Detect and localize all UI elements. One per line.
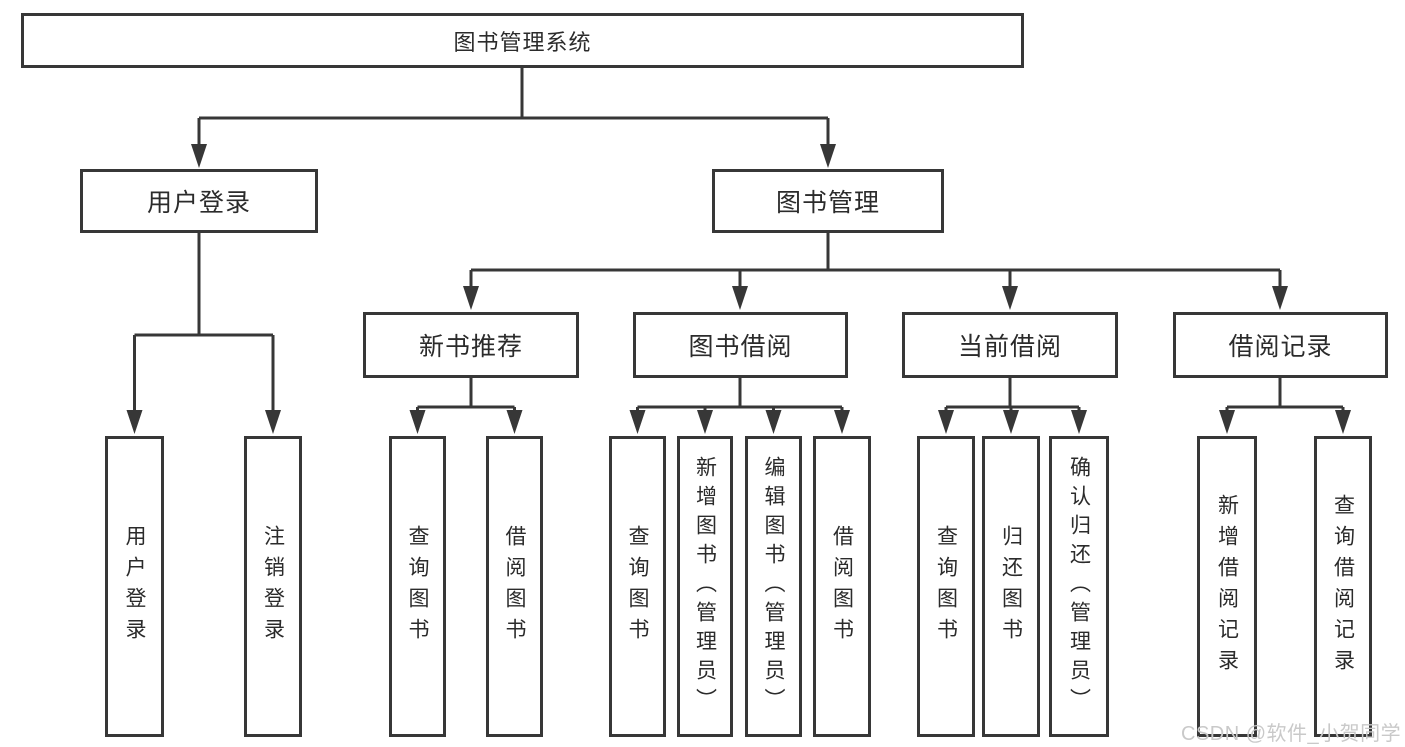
node-label: 图书借阅 <box>688 333 793 361</box>
node-new-book-recommend: 新书推荐 <box>363 312 579 378</box>
leaf-label: 查询图书 <box>406 524 429 649</box>
arrow-icon <box>265 410 281 434</box>
leaf-newbook-borrow: 借阅图书 <box>486 436 543 737</box>
arrow-icon <box>463 286 479 310</box>
arrow-icon <box>1002 286 1018 310</box>
leaf-borrow-search: 查询图书 <box>609 436 666 737</box>
leaf-label: 新增图书（管理员） <box>693 456 717 717</box>
leaf-logout: 注销登录 <box>244 436 302 737</box>
leaf-label: 查询图书 <box>934 524 958 649</box>
arrow-icon <box>834 410 850 434</box>
arrow-icon <box>820 144 836 168</box>
node-library-system: 图书管理系统 <box>21 13 1024 68</box>
node-current-borrowing: 当前借阅 <box>902 312 1118 378</box>
arrow-icon <box>1219 410 1235 434</box>
node-label: 图书管理 <box>775 189 880 217</box>
leaf-borrow-add-admin: 新增图书（管理员） <box>677 436 733 737</box>
leaf-label: 查询借阅记录 <box>1331 493 1355 680</box>
node-label: 当前借阅 <box>957 333 1062 361</box>
leaf-current-search: 查询图书 <box>917 436 975 737</box>
node-book-management: 图书管理 <box>712 169 944 233</box>
node-label: 图书管理系统 <box>453 29 592 55</box>
leaf-label: 注销登录 <box>261 524 285 649</box>
leaf-borrow-borrow: 借阅图书 <box>813 436 871 737</box>
arrowheads <box>126 144 1351 434</box>
arrow-icon <box>732 286 748 310</box>
arrow-icon <box>191 144 207 168</box>
arrow-icon <box>126 410 143 434</box>
watermark: CSDN @软件_小贺同学 <box>1181 723 1402 745</box>
arrow-icon <box>697 410 713 434</box>
node-label: 新书推荐 <box>418 333 523 361</box>
arrow-icon <box>765 410 782 434</box>
leaf-newbook-search: 查询图书 <box>389 436 446 737</box>
arrow-icon <box>629 410 646 434</box>
arrow-icon <box>1335 410 1351 434</box>
arrow-icon <box>938 410 954 434</box>
leaf-label: 用户登录 <box>123 524 146 649</box>
node-book-borrowing: 图书借阅 <box>633 312 848 378</box>
leaf-user-login: 用户登录 <box>105 436 164 737</box>
arrow-icon <box>1071 410 1087 434</box>
node-label: 用户登录 <box>146 189 251 217</box>
arrow-icon <box>409 410 426 434</box>
arrow-icon <box>1003 410 1019 434</box>
leaf-label: 归还图书 <box>999 524 1023 649</box>
leaf-label: 借阅图书 <box>503 524 526 649</box>
leaf-record-add: 新增借阅记录 <box>1197 436 1257 737</box>
arrow-icon <box>1272 286 1288 310</box>
leaf-label: 借阅图书 <box>830 524 854 649</box>
node-label: 借阅记录 <box>1228 333 1333 361</box>
leaf-current-return: 归还图书 <box>982 436 1040 737</box>
leaf-borrow-edit-admin: 编辑图书（管理员） <box>745 436 802 737</box>
leaf-label: 确认归还（管理员） <box>1067 456 1091 717</box>
arrow-icon <box>506 410 523 434</box>
node-user-login: 用户登录 <box>80 169 318 233</box>
leaf-label: 查询图书 <box>626 524 649 649</box>
leaf-record-search: 查询借阅记录 <box>1314 436 1372 737</box>
leaf-label: 新增借阅记录 <box>1215 493 1239 680</box>
leaf-label: 编辑图书（管理员） <box>762 456 785 717</box>
leaf-current-confirm-admin: 确认归还（管理员） <box>1049 436 1109 737</box>
node-borrow-records: 借阅记录 <box>1173 312 1388 378</box>
